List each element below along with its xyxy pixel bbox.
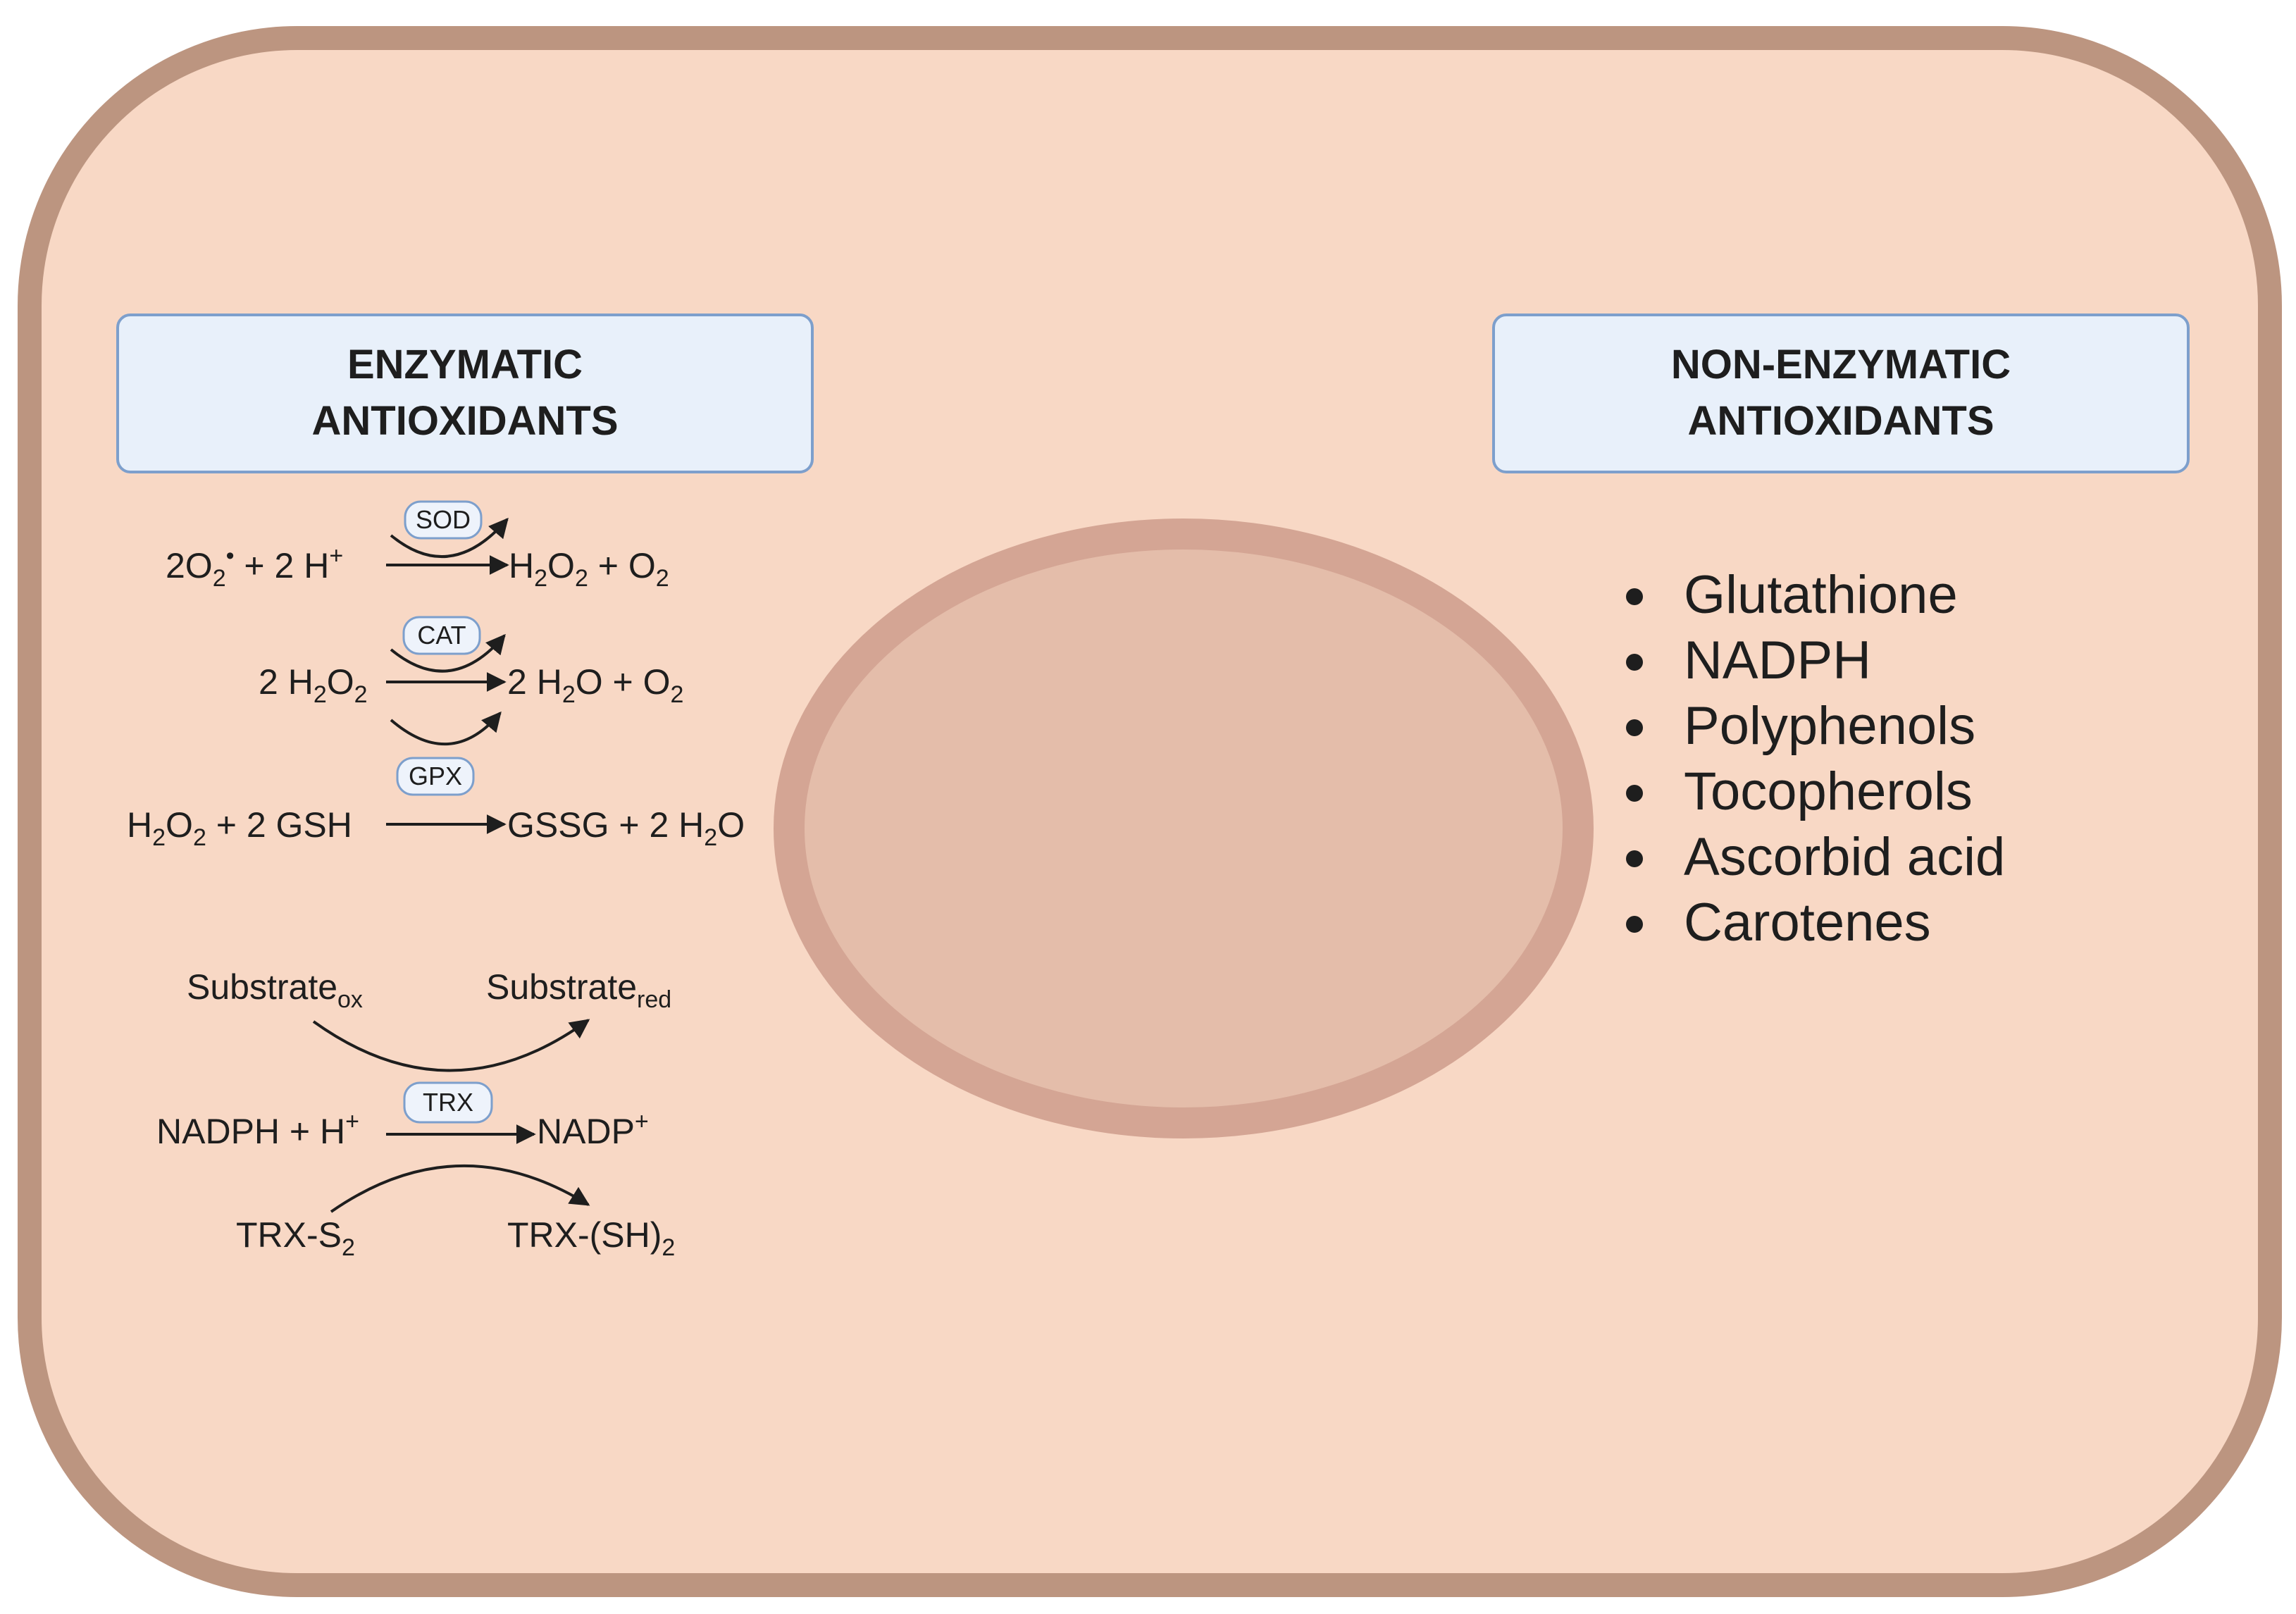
cat-enzyme-label: CAT	[417, 621, 466, 650]
sod-reaction: 2O2• + 2 H+ SOD H2O2 + O2	[166, 500, 669, 592]
enzymatic-header: ENZYMATIC ANTIOXIDANTS	[116, 314, 814, 473]
substrate-ox: Substrateox	[187, 967, 363, 1013]
non-enzymatic-header-box	[1492, 314, 2190, 473]
list-item-text: Tocopherols	[1684, 762, 1973, 821]
sod-enzyme-label: SOD	[416, 505, 471, 534]
enzymatic-title-line2: ANTIOXIDANTS	[312, 398, 619, 444]
nucleus	[774, 519, 1594, 1138]
cat-reaction: 2 H2O2 CAT 2 H2O + O2	[259, 616, 683, 708]
trx-reduction-arrow	[330, 1164, 590, 1213]
substrate-red: Substratered	[486, 967, 671, 1013]
non-enzymatic-list: Glutathione NADPH Polyphenols Tocopherol…	[1626, 565, 2005, 952]
list-item-text: Carotenes	[1684, 893, 1931, 952]
enzymatic-title-line1: ENZYMATIC	[347, 342, 583, 387]
list-item-text: NADPH	[1684, 631, 1871, 690]
cat-cofactor-arrow	[390, 633, 506, 673]
trx-products: NADP+	[537, 1108, 649, 1151]
bullet-icon	[1626, 719, 1643, 736]
gpx-enzyme-badge	[396, 757, 475, 796]
list-item: Polyphenols	[1626, 696, 1975, 756]
bullet-icon	[1626, 588, 1643, 605]
list-item: Carotenes	[1626, 893, 1931, 952]
gpx-products: GSSG + 2 H2O	[507, 805, 745, 851]
cat-products: 2 H2O + O2	[507, 662, 683, 708]
gpx-enzyme-label: GPX	[409, 762, 462, 790]
list-item: Glutathione	[1626, 565, 1958, 625]
bullet-icon	[1626, 785, 1643, 802]
list-item-text: Ascorbid acid	[1684, 827, 2005, 887]
non-enzymatic-title-line1: NON-ENZYMATIC	[1671, 342, 2011, 387]
list-item: Tocopherols	[1626, 762, 1973, 821]
cat-reactants: 2 H2O2	[259, 662, 368, 708]
gpx-reactants: H2O2 + 2 GSH	[127, 805, 352, 851]
list-item: NADPH	[1626, 631, 1871, 690]
bullet-icon	[1626, 654, 1643, 671]
cat-enzyme-badge	[402, 616, 481, 655]
substrate-conversion-arrow	[312, 1019, 590, 1072]
non-enzymatic-header: NON-ENZYMATIC ANTIOXIDANTS	[1492, 314, 2190, 473]
list-item-text: Glutathione	[1684, 565, 1958, 625]
enzymatic-header-box	[116, 314, 814, 473]
sod-enzyme-badge	[404, 500, 483, 540]
bullet-icon	[1626, 916, 1643, 933]
sod-cofactor-arrow	[390, 517, 509, 558]
trx-reduced: TRX-(SH)2	[507, 1215, 675, 1261]
trx-enzyme-badge	[403, 1081, 493, 1124]
trx-reactants: NADPH + H+	[156, 1108, 359, 1151]
list-item: Ascorbid acid	[1626, 827, 2005, 887]
trx-reaction: Substrateox Substratered TRX NADPH + H+ …	[156, 967, 675, 1261]
bullet-icon	[1626, 850, 1643, 867]
sod-reactants: 2O2• + 2 H+	[166, 542, 343, 592]
gpx-cofactor-arrow	[390, 711, 502, 746]
non-enzymatic-title-line2: ANTIOXIDANTS	[1688, 398, 1994, 444]
sod-products: H2O2 + O2	[509, 546, 669, 592]
gpx-reaction: GPX H2O2 + 2 GSH GSSG + 2 H2O	[127, 711, 745, 851]
trx-enzyme-label: TRX	[423, 1088, 473, 1117]
list-item-text: Polyphenols	[1684, 696, 1975, 756]
trx-oxidized: TRX-S2	[236, 1215, 355, 1261]
